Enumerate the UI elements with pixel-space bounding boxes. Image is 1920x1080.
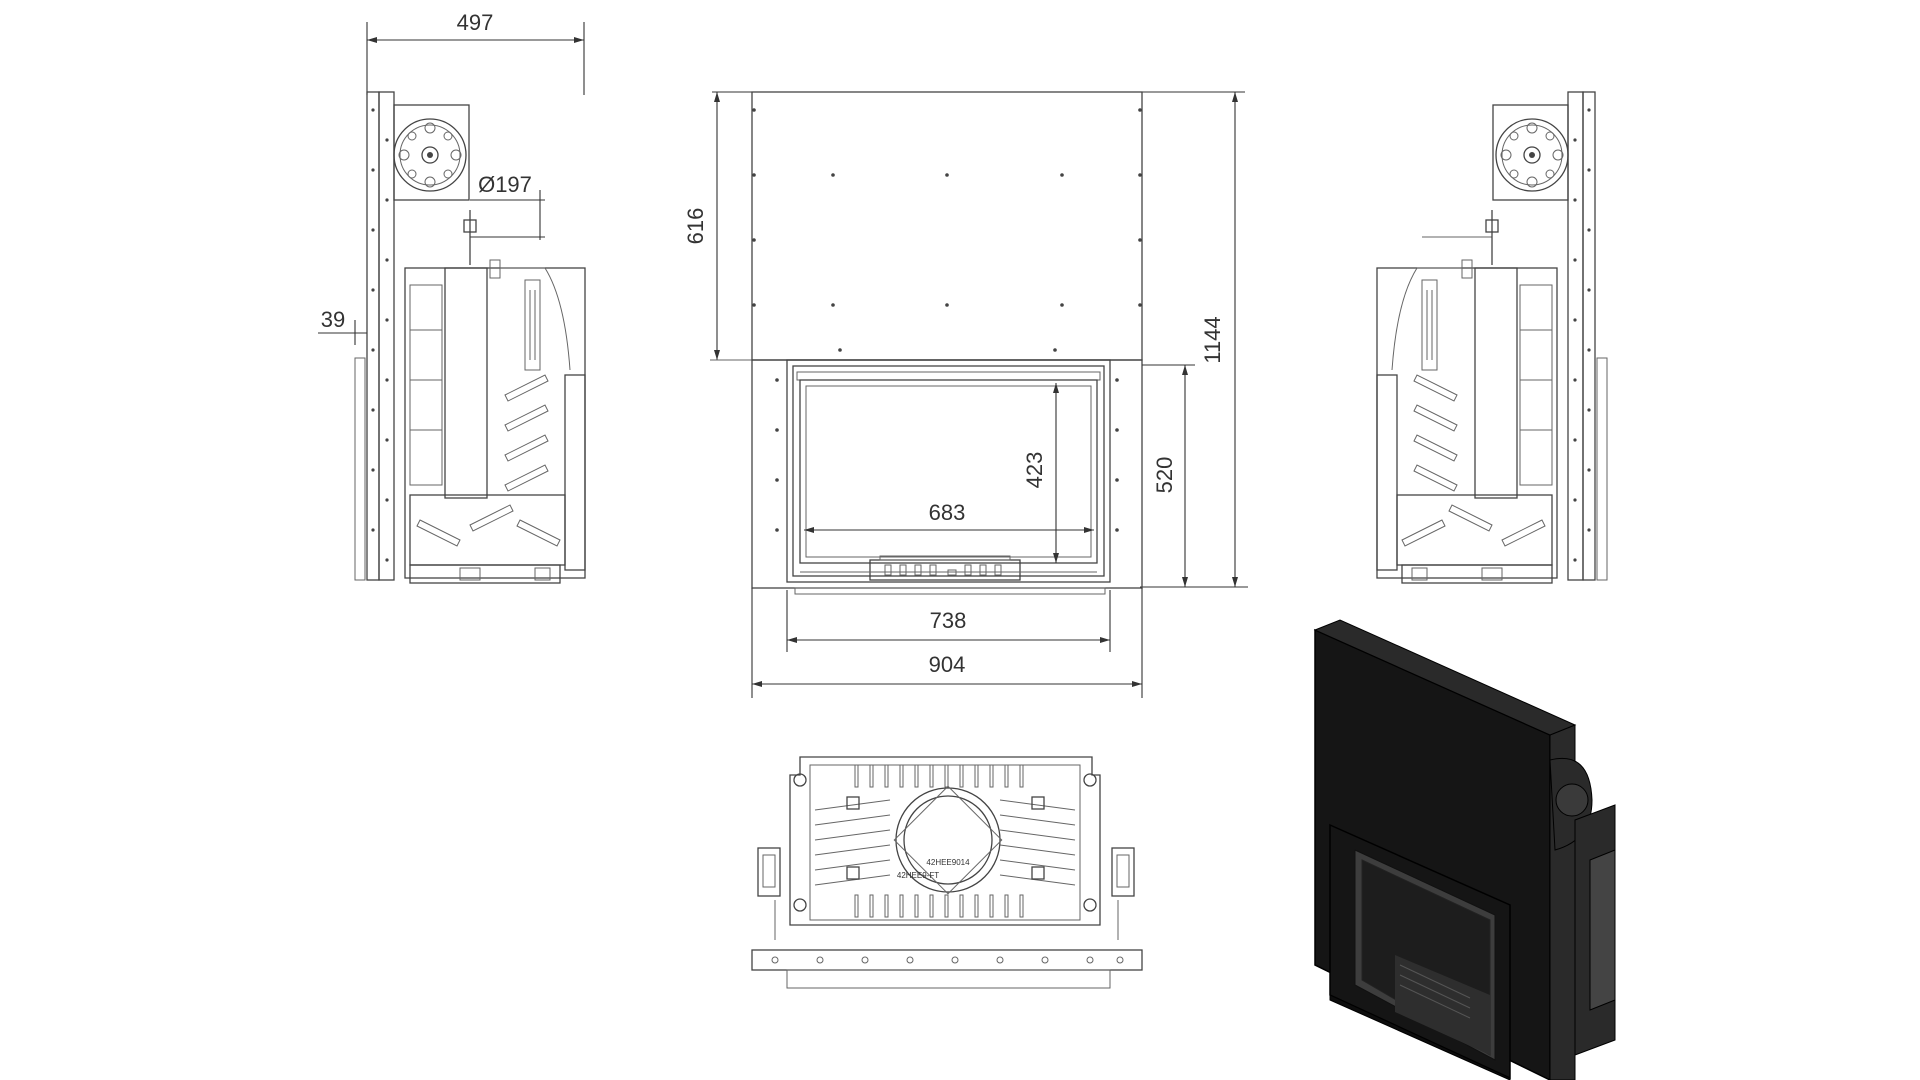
dim-height-upper: 616 — [683, 208, 708, 245]
plate-code: 42HEE9014 — [926, 858, 970, 867]
dim-glass-width: 683 — [929, 500, 966, 525]
front-plate-bolts — [775, 378, 1119, 532]
wall-bolts — [371, 108, 389, 562]
left-ribs — [416, 374, 561, 547]
plate-sub-code: 42HEE9-FT — [897, 871, 939, 880]
dim-flue-diameter: Ø197 — [478, 172, 532, 197]
dim-side-offset: 39 — [321, 307, 345, 332]
top-fins — [854, 764, 1024, 918]
front-strip-dots — [771, 956, 1124, 964]
dim-door-height: 520 — [1152, 457, 1177, 494]
top-view: 42HEE9014 42HEE9-FT — [751, 756, 1143, 989]
dim-side-depth: 497 — [457, 10, 494, 35]
flue-collar-left — [393, 104, 470, 201]
isometric-render — [1313, 619, 1616, 1080]
dim-glass-height: 423 — [1022, 452, 1047, 489]
front-view: 616 1144 — [683, 91, 1248, 698]
side-fins — [814, 799, 1076, 886]
dim-door-width: 738 — [930, 608, 967, 633]
left-side-view: 497 — [318, 10, 586, 584]
dim-height-total: 1144 — [1200, 316, 1225, 363]
dim-total-width: 904 — [929, 652, 966, 677]
right-side-view — [1376, 91, 1608, 584]
hood-bolts — [752, 108, 1142, 352]
